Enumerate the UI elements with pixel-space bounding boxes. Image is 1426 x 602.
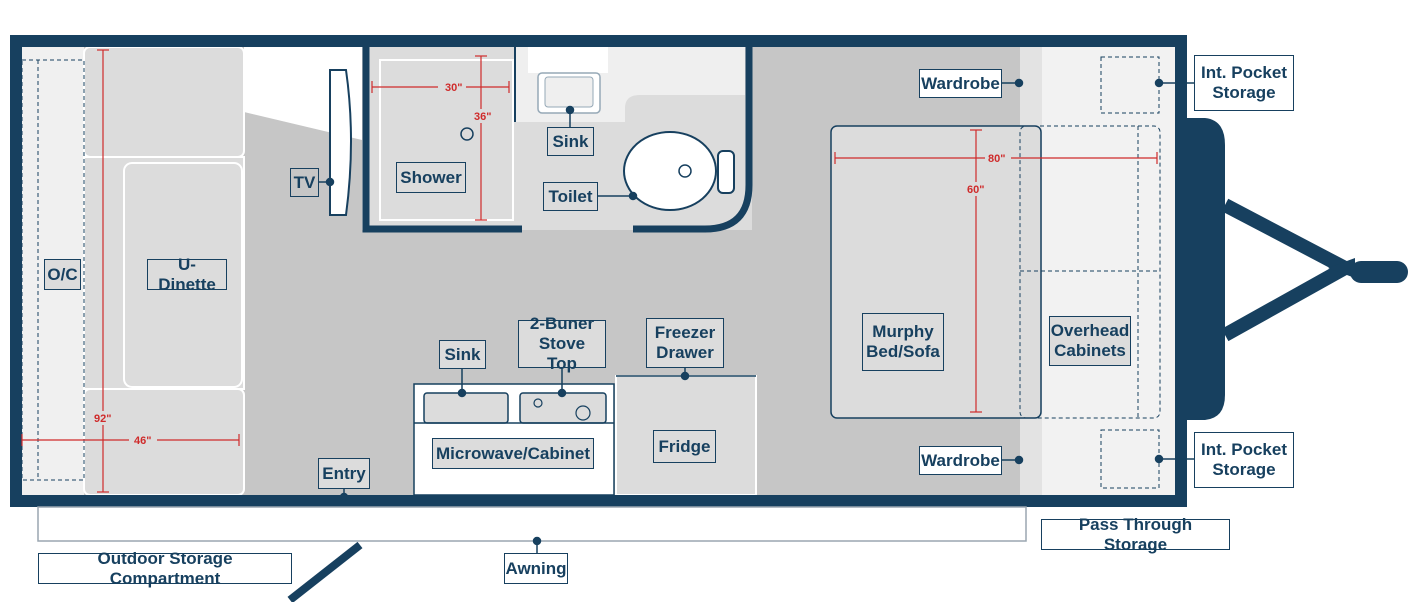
dim-dinette-width: 46" — [134, 435, 151, 447]
entry-step — [287, 541, 363, 602]
trailer-hitch-frame — [1221, 198, 1352, 342]
hitch-coupler — [1350, 261, 1408, 283]
label-wardrobe-top: Wardrobe — [919, 69, 1002, 98]
label-oc: O/C — [44, 259, 81, 290]
label-wardrobe-bottom: Wardrobe — [919, 446, 1002, 475]
rear-seat-outline — [21, 59, 85, 481]
toilet-hole — [678, 164, 692, 178]
label-awning: Awning — [504, 553, 568, 584]
dim-bed-length: 60" — [967, 184, 984, 196]
dim-bed-width: 80" — [988, 153, 1005, 165]
label-outdoor-storage-compartment: Outdoor Storage Compartment — [38, 549, 292, 588]
label-kitchen-sink: Sink — [439, 340, 486, 369]
dinette-seat-top — [83, 46, 245, 158]
label-tv: TV — [290, 168, 319, 197]
label-stove-top: 2-Buner Stove Top — [518, 314, 606, 373]
bathroom-wall — [362, 47, 753, 233]
shower-drain — [460, 127, 474, 141]
label-toilet: Toilet — [543, 182, 598, 211]
leader-lines — [317, 78, 1194, 553]
label-pass-through-storage: Pass Through Storage — [1041, 515, 1230, 554]
entry-door-gap — [300, 495, 360, 507]
label-overhead-cabinets: Overhead Cabinets — [1049, 316, 1131, 366]
outer-wall — [10, 35, 1187, 507]
toilet-tank — [717, 150, 735, 194]
label-entry: Entry — [318, 458, 370, 489]
murphy-bed — [830, 125, 1042, 419]
kitchen-sink-basin — [423, 392, 509, 424]
dim-dinette-length: 92" — [94, 413, 111, 425]
label-bath-sink: Sink — [547, 127, 594, 156]
burner-1 — [533, 398, 543, 408]
overhead-cabinet-outline — [1019, 125, 1161, 419]
dinette-seat-bottom — [83, 388, 245, 496]
label-freezer-drawer: Freezer Drawer — [646, 318, 724, 368]
tv-unit — [329, 69, 352, 216]
toilet-bowl — [623, 131, 717, 211]
stove-top — [519, 392, 607, 424]
bath-counter — [515, 47, 745, 122]
dim-shower-depth: 36" — [474, 111, 491, 123]
hitch-triangle — [1328, 258, 1355, 278]
label-fridge: Fridge — [653, 430, 716, 463]
label-u-dinette: U-Dinette — [147, 255, 227, 294]
dim-shower-width: 30" — [445, 82, 462, 94]
label-murphy-bed: Murphy Bed/Sofa — [862, 313, 944, 371]
burner-2 — [575, 405, 591, 421]
label-shower: Shower — [396, 162, 466, 193]
pass-through-bar — [37, 506, 1027, 542]
label-int-pocket-storage-top: Int. Pocket Storage — [1194, 55, 1294, 111]
label-int-pocket-storage-bottom: Int. Pocket Storage — [1194, 432, 1294, 488]
trailer-tongue-bumper — [1187, 118, 1225, 420]
label-microwave-cabinet: Microwave/Cabinet — [432, 438, 594, 469]
